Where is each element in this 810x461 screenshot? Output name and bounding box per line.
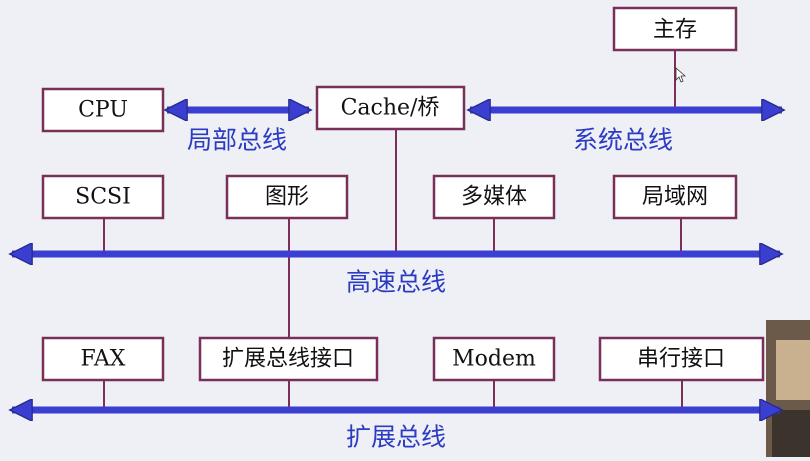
fax-box xyxy=(41,336,165,382)
cache-bridge-label: Cache/桥 xyxy=(341,96,440,121)
modem-box xyxy=(432,336,556,382)
modem-label: Modem xyxy=(452,347,536,372)
high-speed-bus-label: 高速总线 xyxy=(346,268,446,297)
serial-interface-box xyxy=(598,336,765,382)
system-bus-label: 系统总线 xyxy=(573,126,673,155)
fax-label: FAX xyxy=(81,347,126,372)
lan-label: 局域网 xyxy=(642,185,708,210)
local-bus-label: 局部总线 xyxy=(187,126,287,155)
scsi-label: SCSI xyxy=(75,185,131,210)
graphics-box xyxy=(225,174,349,220)
graphics-label: 图形 xyxy=(265,185,309,210)
multimedia-box xyxy=(432,174,556,220)
expansion-interface-box xyxy=(198,336,379,382)
expansion-bus-label: 扩展总线 xyxy=(346,423,446,452)
cpu-label: CPU xyxy=(78,98,128,123)
expansion-interface-label: 扩展总线接口 xyxy=(222,347,354,372)
scsi-box xyxy=(41,174,165,220)
main-memory-label: 主存 xyxy=(653,18,697,43)
serial-interface-label: 串行接口 xyxy=(637,347,725,372)
main-memory-box xyxy=(612,6,738,52)
multimedia-label: 多媒体 xyxy=(461,185,527,210)
presenter-video-thumbnail xyxy=(766,320,810,457)
cache-bridge-box xyxy=(315,85,466,131)
lan-box xyxy=(612,174,738,220)
cpu-box xyxy=(41,87,165,133)
mouse-cursor-icon xyxy=(675,67,687,83)
